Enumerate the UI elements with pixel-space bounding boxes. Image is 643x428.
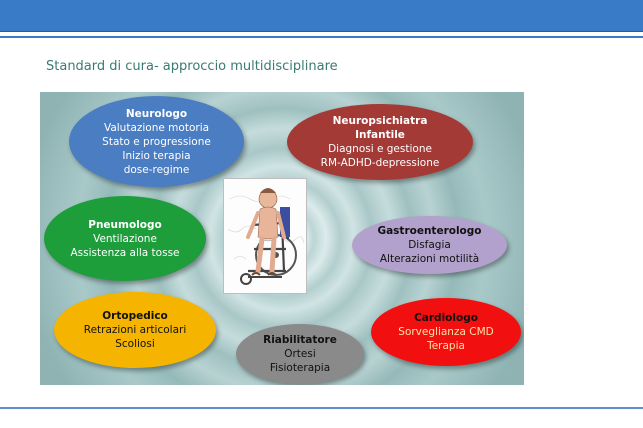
neurologo-line: Inizio terapia (122, 149, 191, 162)
riabilitatore-title: Riabilitatore (263, 334, 337, 346)
care-diagram: Neurologo Valutazione motoria Stato e pr… (40, 92, 524, 385)
ortopedico-line: Scoliosi (115, 338, 155, 350)
pneumologo-line: Assistenza alla tosse (70, 246, 180, 259)
slide-subtitle: Standard di cura- approccio multidiscipl… (46, 59, 338, 74)
pneumologo-line: Ventilazione (93, 232, 157, 245)
neuropsichiatra-line: RM-ADHD-depressione (320, 157, 440, 169)
gastroenterologo-line: Alterazioni motilità (379, 253, 480, 265)
neuropsichiatra-title: Neuropsichiatra (332, 115, 428, 127)
ortopedico-bubble: Ortopedico Retrazioni articolari Scolios… (54, 292, 216, 368)
child-wheelchair-icon (223, 178, 307, 294)
cardiologo-bubble: Cardiologo Sorveglianza CMD Terapia (371, 298, 521, 366)
riabilitatore-bubble: Riabilitatore Ortesi Fisioterapia (236, 324, 364, 384)
neuropsichiatra-title-2: Infantile (355, 129, 405, 141)
header-bar (0, 0, 643, 32)
neurologo-bubble: Neurologo Valutazione motoria Stato e pr… (69, 96, 244, 187)
cardiologo-line: Terapia (427, 340, 465, 352)
footer-divider (0, 407, 643, 409)
pneumologo-title: Pneumologo (88, 218, 162, 231)
cardiologo-line: Sorveglianza CMD (398, 326, 494, 338)
gastroenterologo-title: Gastroenterologo (377, 225, 482, 237)
header-divider (0, 36, 643, 38)
neurologo-title: Neurologo (125, 107, 188, 120)
ortopedico-line: Retrazioni articolari (83, 324, 187, 336)
neurologo-line: dose-regime (123, 163, 190, 176)
gastroenterologo-line: Disfagia (408, 239, 451, 251)
neuropsichiatra-line: Diagnosi e gestione (328, 143, 432, 155)
gastroenterologo-bubble: Gastroenterologo Disfagia Alterazioni mo… (352, 216, 507, 274)
neurologo-line: Stato e progressione (102, 135, 211, 148)
neurologo-line: Valutazione motoria (103, 121, 210, 134)
neuropsichiatra-bubble: Neuropsichiatra Infantile Diagnosi e ges… (287, 104, 473, 180)
pneumologo-bubble: Pneumologo Ventilazione Assistenza alla … (44, 196, 206, 281)
riabilitatore-line: Fisioterapia (269, 362, 331, 374)
riabilitatore-line: Ortesi (284, 348, 316, 360)
cardiologo-title: Cardiologo (414, 312, 478, 324)
ortopedico-title: Ortopedico (102, 310, 168, 322)
